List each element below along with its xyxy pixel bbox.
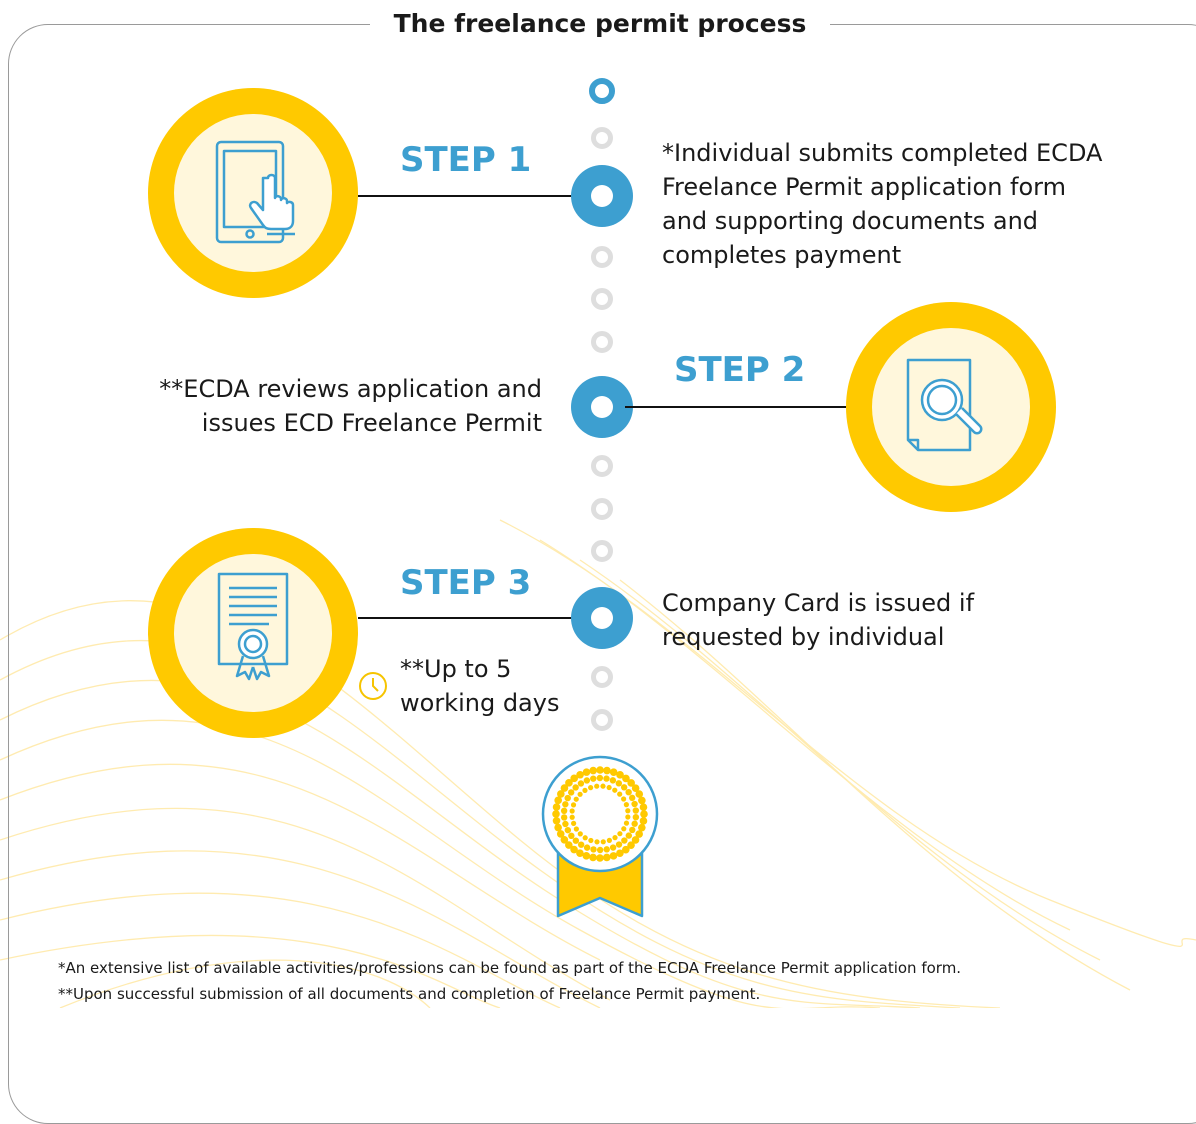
footnote-2: **Upon successful submission of all docu… (58, 985, 761, 1003)
step3-description-line: requested by individual (662, 623, 945, 651)
step3-duration-line: **Up to 5 (400, 655, 512, 683)
timeline-start-dot (589, 78, 615, 104)
timeline-dot (591, 331, 613, 353)
step3-description-line: Company Card is issued if (662, 589, 975, 617)
step2-timeline-node (571, 376, 633, 438)
step3-description: Company Card is issued if requested by i… (662, 586, 974, 654)
diagram-title: The freelance permit process (370, 6, 830, 42)
step1-label: STEP 1 (400, 140, 532, 180)
step3-connector (358, 617, 574, 619)
clock-icon (359, 672, 387, 700)
timeline-dot (591, 540, 613, 562)
timeline-dot (591, 666, 613, 688)
tablet-touch-icon (215, 140, 295, 244)
step3-label: STEP 3 (400, 563, 532, 603)
step3-timeline-node (571, 587, 633, 649)
footnote-1: *An extensive list of available activiti… (58, 959, 962, 977)
step1-description-line: completes payment (662, 241, 902, 269)
timeline-dot (591, 246, 613, 268)
document-search-icon (906, 358, 983, 452)
step2-connector (625, 406, 850, 408)
step1-icon-circle (148, 88, 358, 298)
step1-description-line: *Individual submits completed ECDA (662, 139, 1103, 167)
step3-duration: **Up to 5 working days (400, 652, 559, 720)
timeline-dot (591, 709, 613, 731)
step1-timeline-node (571, 165, 633, 227)
certificate-icon (217, 572, 289, 681)
step1-description-line: Freelance Permit application form (662, 173, 1066, 201)
step2-label: STEP 2 (674, 350, 806, 390)
timeline-dot (591, 127, 613, 149)
step1-connector (358, 195, 574, 197)
timeline-dot (591, 498, 613, 520)
step3-duration-line: working days (400, 689, 560, 717)
timeline-dot (591, 455, 613, 477)
award-badge-icon (541, 755, 659, 918)
step1-description-line: and supporting documents and (662, 207, 1039, 235)
step1-description: *Individual submits completed ECDA Freel… (662, 136, 1102, 272)
step2-description: **ECDA reviews application and issues EC… (100, 372, 542, 440)
step2-description-line: issues ECD Freelance Permit (201, 409, 542, 437)
timeline-dot (591, 288, 613, 310)
step2-description-line: **ECDA reviews application and (159, 375, 542, 403)
